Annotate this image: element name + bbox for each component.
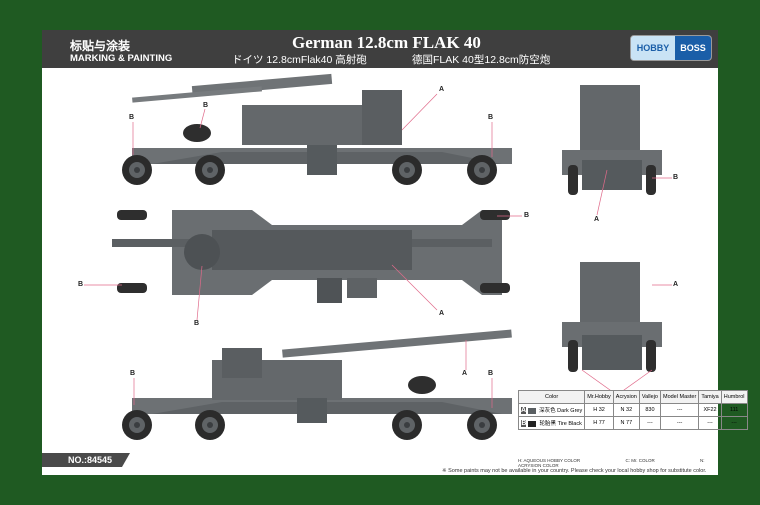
callout-a-2: A bbox=[439, 310, 445, 317]
mrhobby-code: H 32 bbox=[584, 403, 614, 417]
paint-legend: H: AQUEOUS HOBBY COLOR C: Mr. COLOR N: A… bbox=[518, 458, 718, 468]
logo-hobby: HOBBY bbox=[631, 36, 675, 60]
hobbyboss-logo: HOBBY BOSS bbox=[630, 35, 712, 61]
acrysion-code: N 32 bbox=[612, 403, 640, 417]
table-row: B 轮胎黑 Tire Black H 77 N 77 --- --- --- -… bbox=[517, 416, 748, 430]
marking-title-en: MARKING & PAINTING bbox=[70, 53, 173, 64]
humbrol-code: 111 bbox=[720, 403, 748, 417]
humbrol-code: --- bbox=[720, 416, 748, 430]
vallejo-code: --- bbox=[638, 416, 661, 430]
side-view-lower bbox=[122, 329, 512, 440]
color-swatch bbox=[528, 420, 536, 427]
top-view bbox=[112, 210, 510, 303]
callout-b-3: B bbox=[488, 114, 494, 121]
col-acrysion: Acrysion bbox=[612, 390, 640, 404]
logo-boss: BOSS bbox=[675, 36, 711, 60]
color-name-en: Tire Black bbox=[557, 421, 582, 427]
title-chinese: 德国FLAK 40型12.8cm防空炮 bbox=[412, 54, 551, 66]
color-table: Color Mr.Hobby Acrysion Vallejo Model Ma… bbox=[517, 390, 748, 430]
front-view bbox=[562, 85, 662, 195]
col-tamiya: Tamiya bbox=[698, 390, 722, 404]
col-modelmaster: Model Master bbox=[659, 390, 700, 404]
modelmaster-code: --- bbox=[659, 403, 700, 417]
instruction-sheet: 标贴与涂装 MARKING & PAINTING German 12.8cm F… bbox=[42, 30, 748, 475]
color-cell: A 深灰色 Dark Grey bbox=[517, 403, 586, 417]
color-name-en: Dark Grey bbox=[557, 408, 583, 414]
table-row: A 深灰色 Dark Grey H 32 N 32 830 --- XF22 1… bbox=[517, 403, 748, 417]
col-color: Color bbox=[517, 390, 586, 404]
page-title: German 12.8cm FLAK 40 bbox=[292, 33, 481, 52]
acrysion-code: N 77 bbox=[612, 416, 640, 430]
mrhobby-code: H 77 bbox=[584, 416, 614, 430]
callout-b-1: B bbox=[129, 114, 135, 121]
col-humbrol: Humbrol bbox=[720, 390, 748, 404]
callout-b-8: B bbox=[488, 370, 494, 377]
legend-n: N: ACRYSION COLOR bbox=[518, 458, 705, 468]
col-mrhobby: Mr.Hobby bbox=[584, 390, 614, 404]
color-table-header: Color Mr.Hobby Acrysion Vallejo Model Ma… bbox=[517, 390, 748, 404]
color-label: A bbox=[521, 407, 527, 414]
callout-b-7: B bbox=[130, 370, 136, 377]
callout-a-5: A bbox=[673, 281, 679, 288]
rear-view bbox=[562, 262, 662, 372]
callout-b-4: B bbox=[78, 281, 84, 288]
color-name-cn: 轮胎黑 bbox=[539, 421, 557, 427]
tamiya-code: XF22 bbox=[698, 403, 722, 417]
modelmaster-code: --- bbox=[659, 416, 700, 430]
callout-a-1: A bbox=[439, 86, 445, 93]
color-cell: B 轮胎黑 Tire Black bbox=[517, 416, 586, 430]
title-japanese: ドイツ 12.8cmFlak40 高射砲 bbox=[232, 54, 367, 66]
legend-h: H: AQUEOUS HOBBY COLOR bbox=[518, 458, 581, 463]
side-view-upper bbox=[122, 73, 512, 185]
color-label: B bbox=[521, 420, 527, 427]
color-name-cn: 深灰色 bbox=[539, 408, 556, 414]
callout-b-5: B bbox=[194, 320, 200, 327]
callout-b-9: B bbox=[673, 174, 679, 181]
callout-a-3: A bbox=[462, 370, 468, 377]
callout-b-2: B bbox=[203, 102, 209, 109]
callout-b-6: B bbox=[524, 212, 530, 219]
legend-c: C: Mr. COLOR bbox=[625, 458, 655, 463]
callout-a-4: A bbox=[594, 216, 600, 223]
gun-drawings bbox=[84, 73, 672, 440]
col-vallejo: Vallejo bbox=[638, 390, 661, 404]
tamiya-code: --- bbox=[698, 416, 722, 430]
product-number: NO.:84545 bbox=[42, 453, 130, 467]
color-swatch bbox=[527, 407, 536, 414]
header-bar: 标贴与涂装 MARKING & PAINTING German 12.8cm F… bbox=[42, 30, 718, 68]
marking-title-cn: 标贴与涂装 bbox=[70, 39, 131, 53]
vallejo-code: 830 bbox=[638, 403, 661, 417]
paint-notice: ※ Some paints may not be available in yo… bbox=[442, 468, 707, 474]
